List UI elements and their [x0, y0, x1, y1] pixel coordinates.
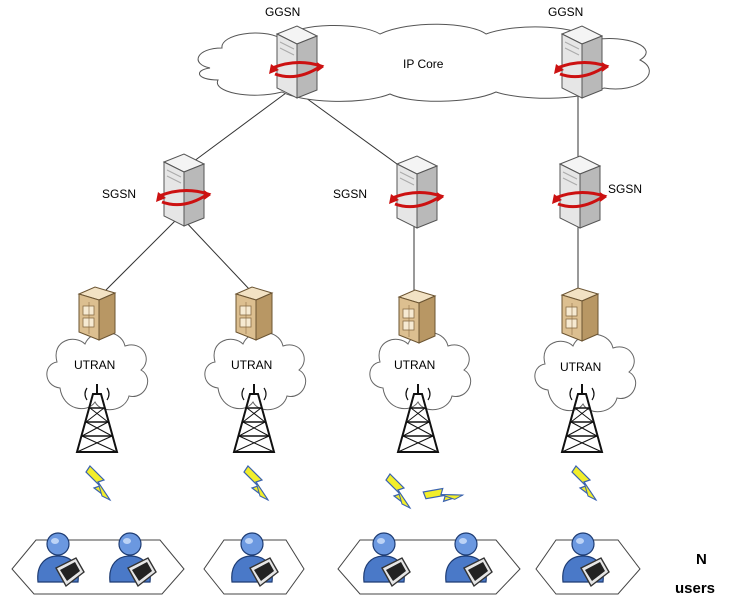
ggsn-left-icon — [267, 24, 326, 100]
sgsn-2-label: SGSN — [333, 187, 367, 201]
sgsn-1-label: SGSN — [102, 187, 136, 201]
node-b-4-icon — [561, 287, 599, 342]
node-b-2-icon — [235, 286, 273, 341]
utran-1-label: UTRAN — [74, 358, 115, 372]
connections — [64, 89, 579, 557]
utran-4-label: UTRAN — [560, 360, 601, 374]
ggsn-left-label: GGSN — [265, 5, 300, 19]
ggsn-right-label: GGSN — [548, 5, 583, 19]
sgsn-1-icon — [154, 152, 213, 228]
utran-2-label: UTRAN — [231, 358, 272, 372]
link-ggsn-left-sgsn-2 — [294, 89, 409, 173]
ggsn-right-icon — [552, 24, 611, 100]
lightning-3b-icon — [420, 475, 464, 516]
user-groups — [11, 539, 641, 595]
node-b-1-icon — [78, 286, 116, 341]
lightning-2-icon — [243, 465, 269, 501]
user-group-1-platform — [11, 539, 185, 595]
lightning-4-icon — [571, 465, 597, 501]
link-ggsn-left-sgsn-1 — [181, 89, 291, 171]
link-sgsn-1-nodeb-2 — [183, 219, 251, 291]
lightning-3a-icon — [385, 473, 411, 509]
lightning-1-icon — [85, 465, 111, 501]
sgsn-3-icon — [550, 154, 609, 230]
utran-3-label: UTRAN — [394, 358, 435, 372]
sgsn-3-label: SGSN — [608, 182, 642, 196]
sgsn-2-icon — [387, 154, 446, 230]
node-b-3-icon — [398, 289, 436, 344]
ip-core-label: IP Core — [403, 57, 444, 71]
users-word-label: users — [675, 580, 715, 597]
link-sgsn-1-nodeb-1 — [105, 219, 177, 291]
users-count-label: N — [696, 551, 707, 568]
